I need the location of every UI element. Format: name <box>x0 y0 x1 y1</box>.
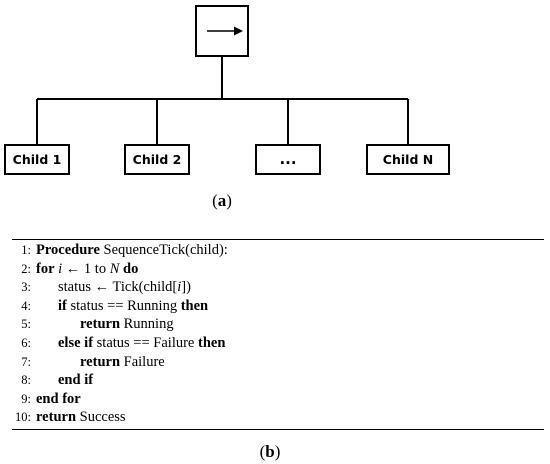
code-text: Running <box>120 316 174 333</box>
algorithm-listing: 1: Procedure SequenceTick(child): 2: for… <box>12 241 544 427</box>
keyword: else if <box>58 334 94 351</box>
child-node-2: Child 2 <box>124 144 190 175</box>
line-number: 7: <box>21 354 31 369</box>
algorithm-top-rule <box>12 239 544 240</box>
line-number: 1: <box>21 243 31 257</box>
keyword: end for <box>36 390 81 407</box>
code-text: Success <box>76 409 126 426</box>
keyword: then <box>180 297 209 314</box>
child-node-n: Child N <box>366 144 450 175</box>
variable: N <box>109 260 120 277</box>
variable: i <box>58 260 63 277</box>
algorithm-line-1: 1: Procedure SequenceTick(child): <box>12 241 544 260</box>
keyword: Procedure <box>36 242 100 258</box>
algorithm-line-6: 6: else if status == Failure then <box>12 334 544 353</box>
arrow-icon <box>207 26 243 36</box>
code-text: SequenceTick(child): <box>99 242 228 258</box>
line-number: 2: <box>21 261 31 276</box>
algorithm-line-2: 2: for i ← 1 to N do <box>12 260 544 279</box>
caption-a-label: a <box>217 191 227 210</box>
algorithm-line-10: 10: return Success <box>12 408 544 427</box>
keyword: if <box>58 297 67 314</box>
child-node-1-label: Child 1 <box>13 152 62 167</box>
code-text: status ← Tick(child[ <box>58 279 178 296</box>
algorithm-line-4: 4: if status == Running then <box>12 297 544 316</box>
code-text: ]) <box>181 279 191 296</box>
keyword: do <box>119 260 139 277</box>
line-number: 5: <box>21 317 31 332</box>
caption-b: (b) <box>259 442 281 461</box>
code-text: Failure <box>120 353 165 370</box>
algorithm-line-9: 9: end for <box>12 390 544 409</box>
algorithm-line-7: 7: return Failure <box>12 353 544 372</box>
child-node-ellipsis-label: ... <box>279 150 296 168</box>
line-number: 3: <box>21 280 31 295</box>
child-node-1: Child 1 <box>4 144 70 175</box>
line-number: 6: <box>21 335 31 350</box>
keyword: return <box>80 316 121 333</box>
keyword: end if <box>58 372 94 389</box>
caption-b-label: b <box>265 442 275 461</box>
tree-connectors <box>36 56 409 145</box>
code-text: status == Failure <box>93 334 198 351</box>
algorithm-line-3: 3: status ← Tick(child[i]) <box>12 278 544 297</box>
child-node-n-label: Child N <box>383 152 433 167</box>
algorithm-line-5: 5: return Running <box>12 315 544 334</box>
child-node-2-label: Child 2 <box>133 152 182 167</box>
variable: i <box>177 279 182 296</box>
line-number: 8: <box>21 373 31 388</box>
keyword: return <box>36 409 77 426</box>
algorithm-bottom-rule <box>12 429 544 430</box>
keyword: for <box>36 260 55 277</box>
sequence-tree-diagram: Child 1 Child 2 ... Child N <box>4 5 450 175</box>
child-node-ellipsis: ... <box>255 144 321 175</box>
line-number: 9: <box>21 391 31 406</box>
keyword: then <box>198 334 226 351</box>
algorithm-line-8: 8: end if <box>12 371 544 390</box>
code-text: ← 1 to <box>62 260 110 277</box>
line-number: 4: <box>21 298 31 313</box>
line-number: 10: <box>15 410 31 425</box>
keyword: return <box>80 353 121 370</box>
code-text: status == Running <box>66 297 181 314</box>
caption-a: (a) <box>212 191 232 210</box>
